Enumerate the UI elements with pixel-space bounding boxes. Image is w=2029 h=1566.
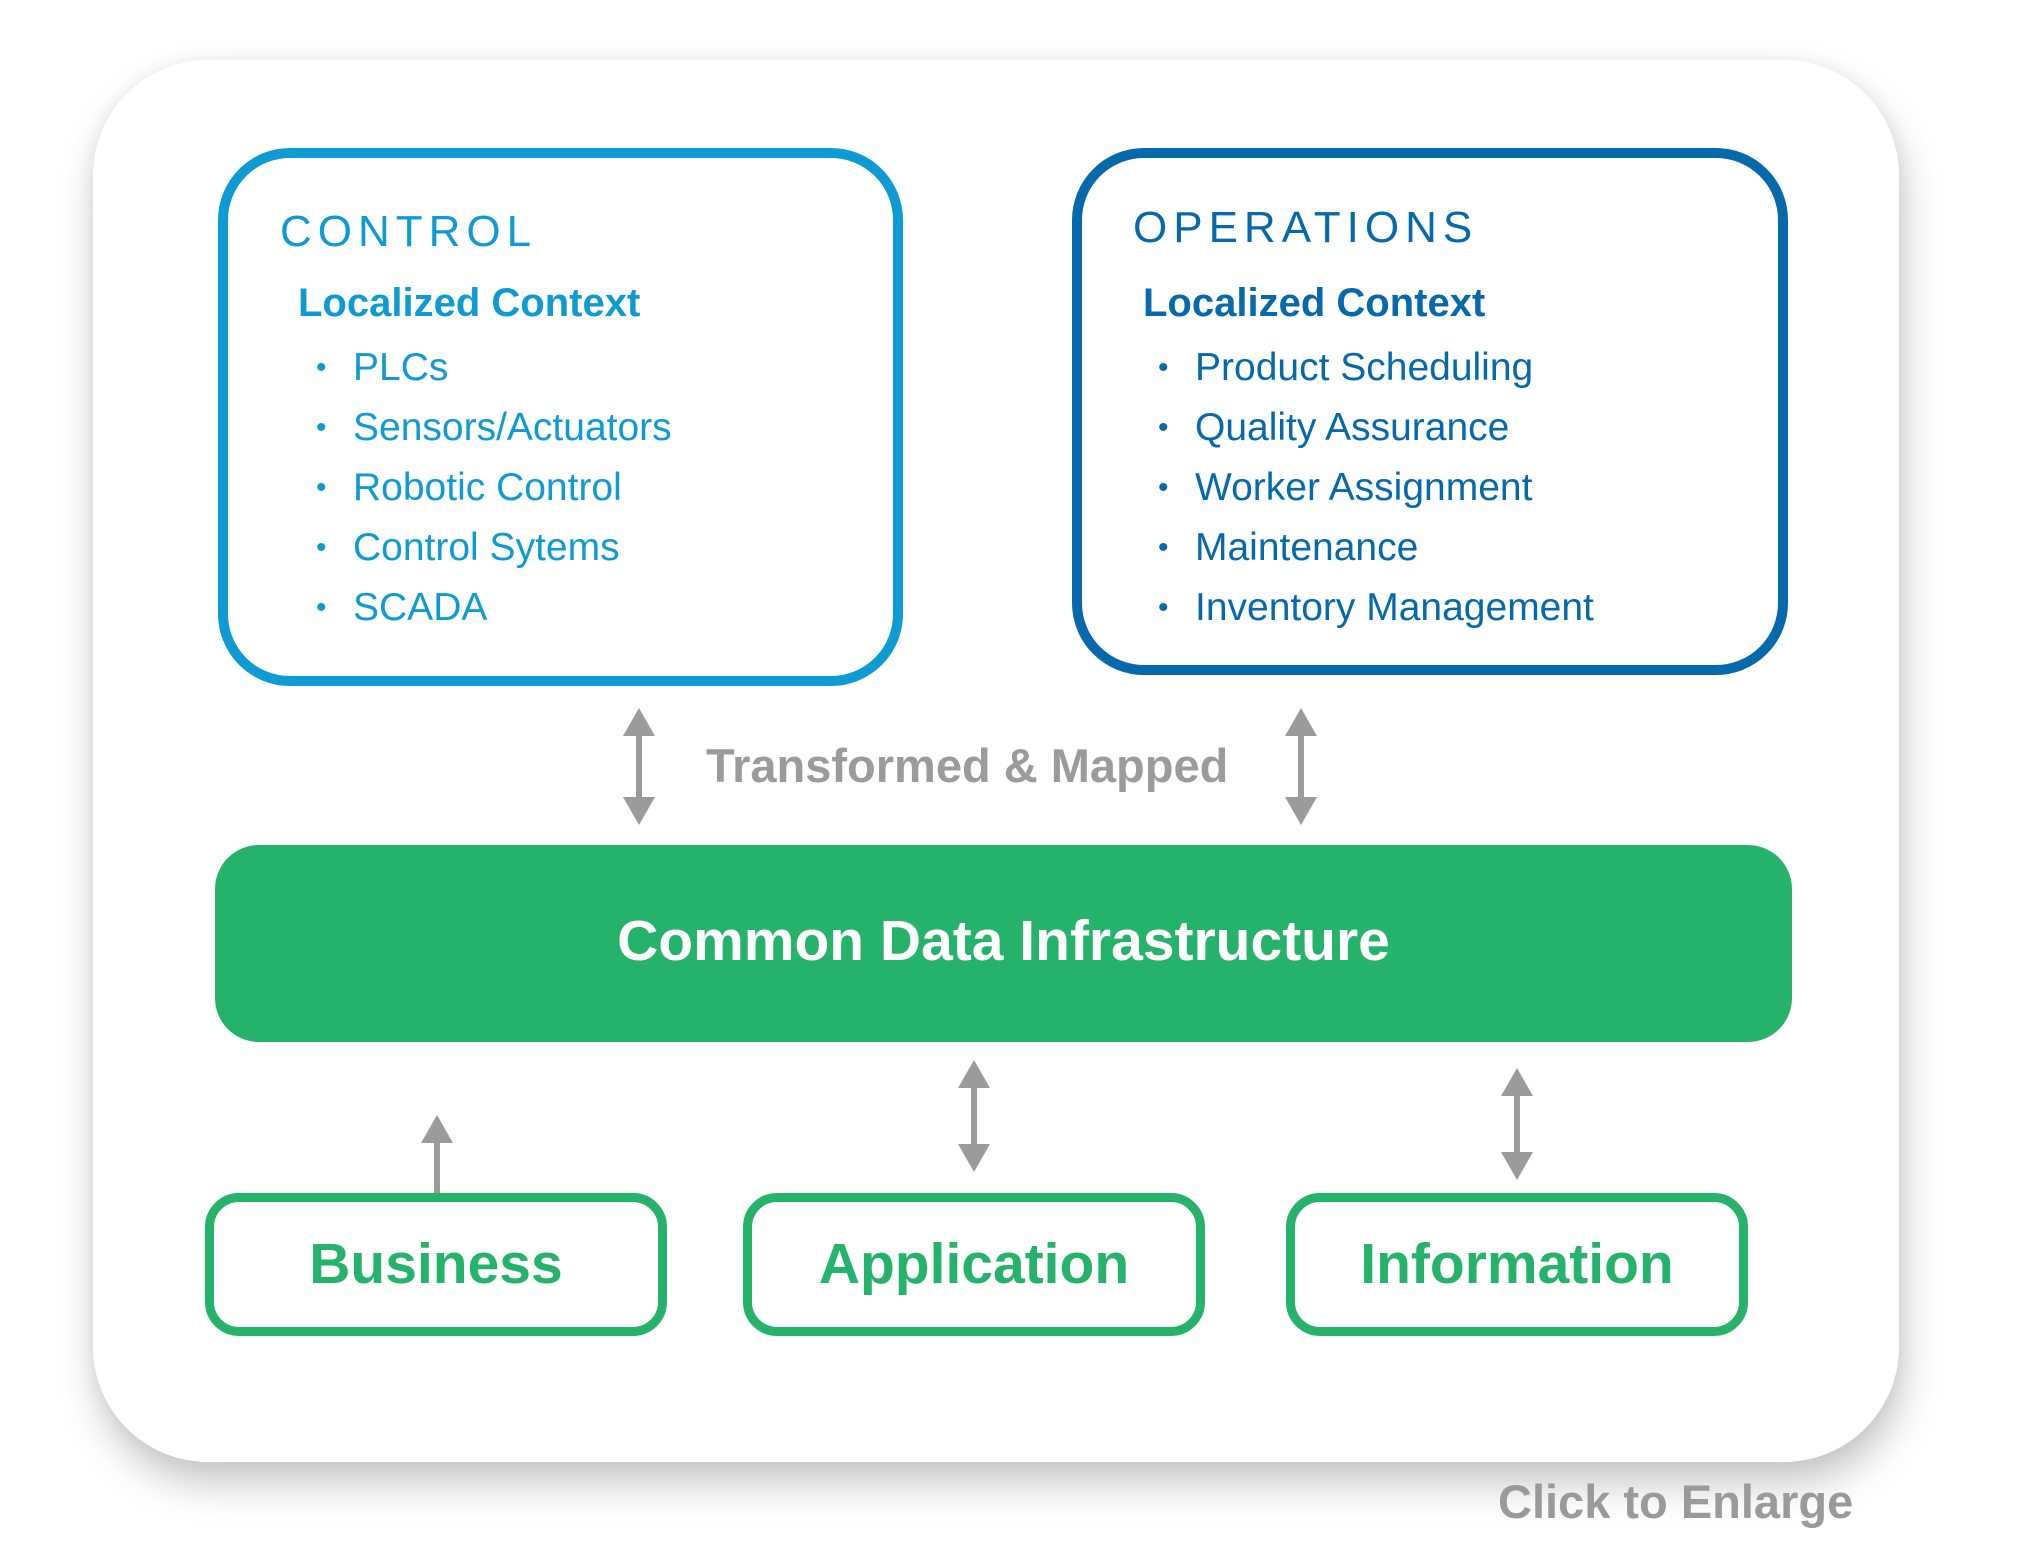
- list-item: •SCADA: [316, 578, 672, 638]
- list-item: •Sensors/Actuators: [316, 398, 672, 458]
- bullet-icon: •: [316, 531, 327, 564]
- common-data-infrastructure-bar: Common Data Infrastructure: [215, 845, 1792, 1042]
- list-item: •Inventory Management: [1158, 578, 1594, 638]
- double-arrow-icon: [622, 708, 656, 825]
- infrastructure-title: Common Data Infrastructure: [617, 909, 1390, 973]
- double-arrow-icon: [1284, 708, 1318, 825]
- bullet-icon: •: [1158, 471, 1169, 504]
- layer-business: Business: [205, 1193, 667, 1336]
- control-box: CONTROL Localized Context •PLCs •Sensors…: [218, 148, 903, 686]
- double-arrow-icon: [1500, 1068, 1534, 1180]
- list-item: •PLCs: [316, 338, 672, 398]
- bullet-icon: •: [316, 591, 327, 624]
- bullet-icon: •: [316, 411, 327, 444]
- operations-list: •Product Scheduling •Quality Assurance •…: [1158, 338, 1594, 638]
- layer-information: Information: [1286, 1193, 1748, 1336]
- list-item: •Worker Assignment: [1158, 458, 1594, 518]
- transformed-mapped-label: Transformed & Mapped: [706, 739, 1229, 792]
- layer-label: Information: [1360, 1232, 1674, 1296]
- bullet-icon: •: [1158, 531, 1169, 564]
- control-list: •PLCs •Sensors/Actuators •Robotic Contro…: [316, 338, 672, 638]
- bullet-icon: •: [1158, 351, 1169, 384]
- bullet-icon: •: [316, 471, 327, 504]
- operations-subtitle: Localized Context: [1143, 281, 1486, 325]
- bullet-icon: •: [316, 351, 327, 384]
- bullet-icon: •: [1158, 591, 1169, 624]
- list-item: •Control Sytems: [316, 518, 672, 578]
- layer-application: Application: [743, 1193, 1205, 1336]
- list-item: •Maintenance: [1158, 518, 1594, 578]
- click-to-enlarge-link[interactable]: Click to Enlarge: [1498, 1475, 1854, 1528]
- list-item: •Product Scheduling: [1158, 338, 1594, 398]
- operations-box: OPERATIONS Localized Context •Product Sc…: [1072, 148, 1788, 675]
- layer-label: Application: [818, 1232, 1130, 1296]
- control-subtitle: Localized Context: [298, 281, 641, 325]
- bullet-icon: •: [1158, 411, 1169, 444]
- double-arrow-icon: [957, 1060, 991, 1172]
- list-item: •Quality Assurance: [1158, 398, 1594, 458]
- operations-title: OPERATIONS: [1133, 203, 1479, 252]
- layer-label: Business: [309, 1232, 563, 1296]
- control-title: CONTROL: [280, 207, 538, 256]
- list-item: •Robotic Control: [316, 458, 672, 518]
